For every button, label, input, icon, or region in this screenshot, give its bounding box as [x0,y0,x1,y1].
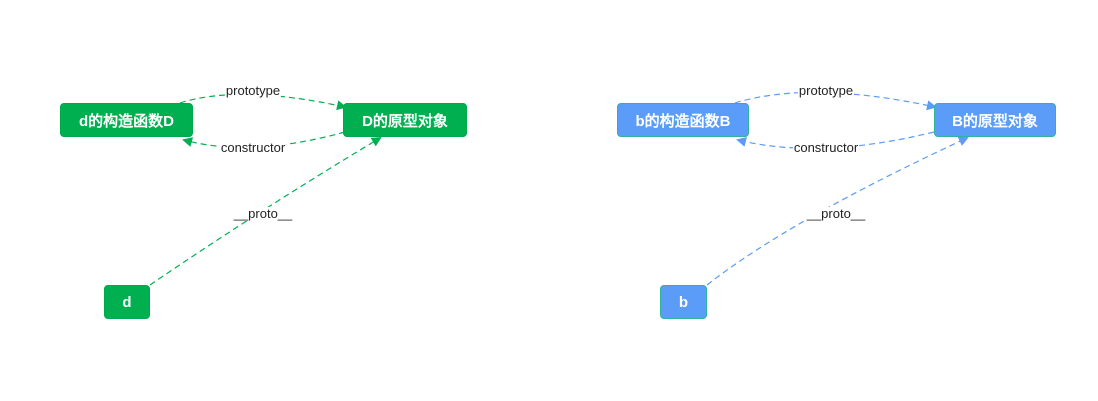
edge-label-proto-left: __proto__ [232,206,294,221]
edge-label-constructor-left: constructor [219,140,287,155]
edge-label-prototype-right: prototype [797,83,855,98]
edge-label-prototype-left: prototype [224,83,282,98]
edge-label-constructor-right: constructor [792,140,860,155]
edge-prototype-right [734,91,937,111]
edge-proto-right [706,136,969,286]
constructor-node-b[interactable]: b的构造函数B [617,103,749,137]
edge-constructor-left [182,131,346,148]
instance-node-d[interactable]: d [104,285,150,319]
constructor-node-d[interactable]: d的构造函数D [60,103,193,137]
prototype-node-b[interactable]: B的原型对象 [934,103,1056,137]
edge-label-proto-right: __proto__ [805,206,867,221]
instance-node-b[interactable]: b [660,285,707,319]
prototype-node-d[interactable]: D的原型对象 [343,103,467,137]
